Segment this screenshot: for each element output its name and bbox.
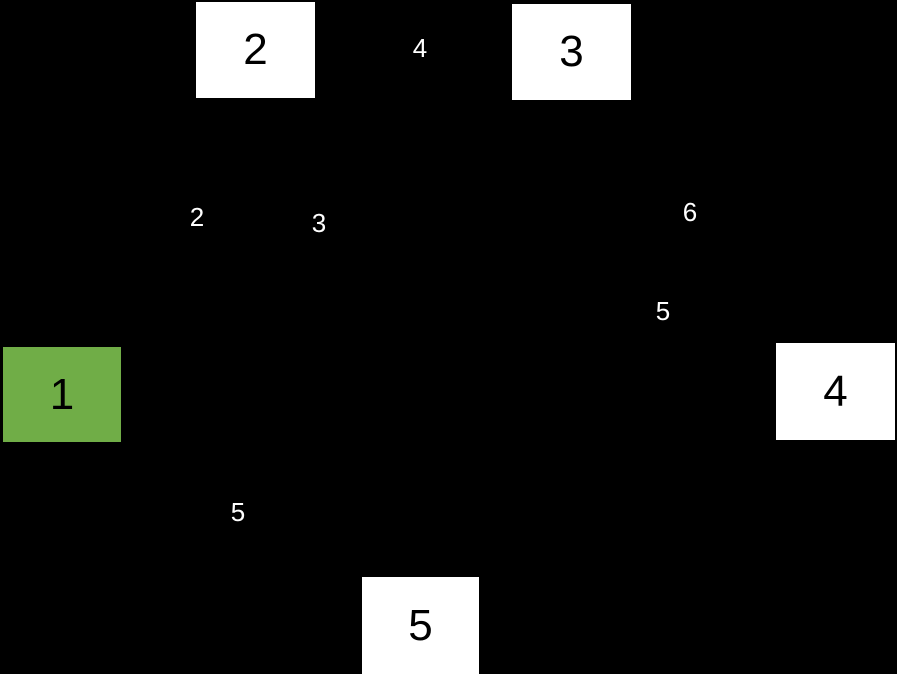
edge-weight-label: 4 <box>412 33 428 63</box>
node-4[interactable]: 4 <box>776 343 895 440</box>
edge-weight-label: 3 <box>311 208 327 238</box>
node-3[interactable]: 3 <box>512 4 631 100</box>
node-1[interactable]: 1 <box>3 347 121 442</box>
edge-weight-label: 2 <box>189 202 205 232</box>
node-2-label: 2 <box>243 25 268 74</box>
node-5[interactable]: 5 <box>362 577 479 674</box>
node-4-label: 4 <box>823 366 848 416</box>
edge-weight-label: 5 <box>655 296 671 326</box>
edge-weight-label: 5 <box>230 497 246 527</box>
node-1-label: 1 <box>49 369 75 419</box>
node-2[interactable]: 2 <box>196 2 315 98</box>
node-3-label: 3 <box>559 27 584 76</box>
node-5-label: 5 <box>408 600 433 650</box>
edge-weight-label: 6 <box>682 197 698 227</box>
